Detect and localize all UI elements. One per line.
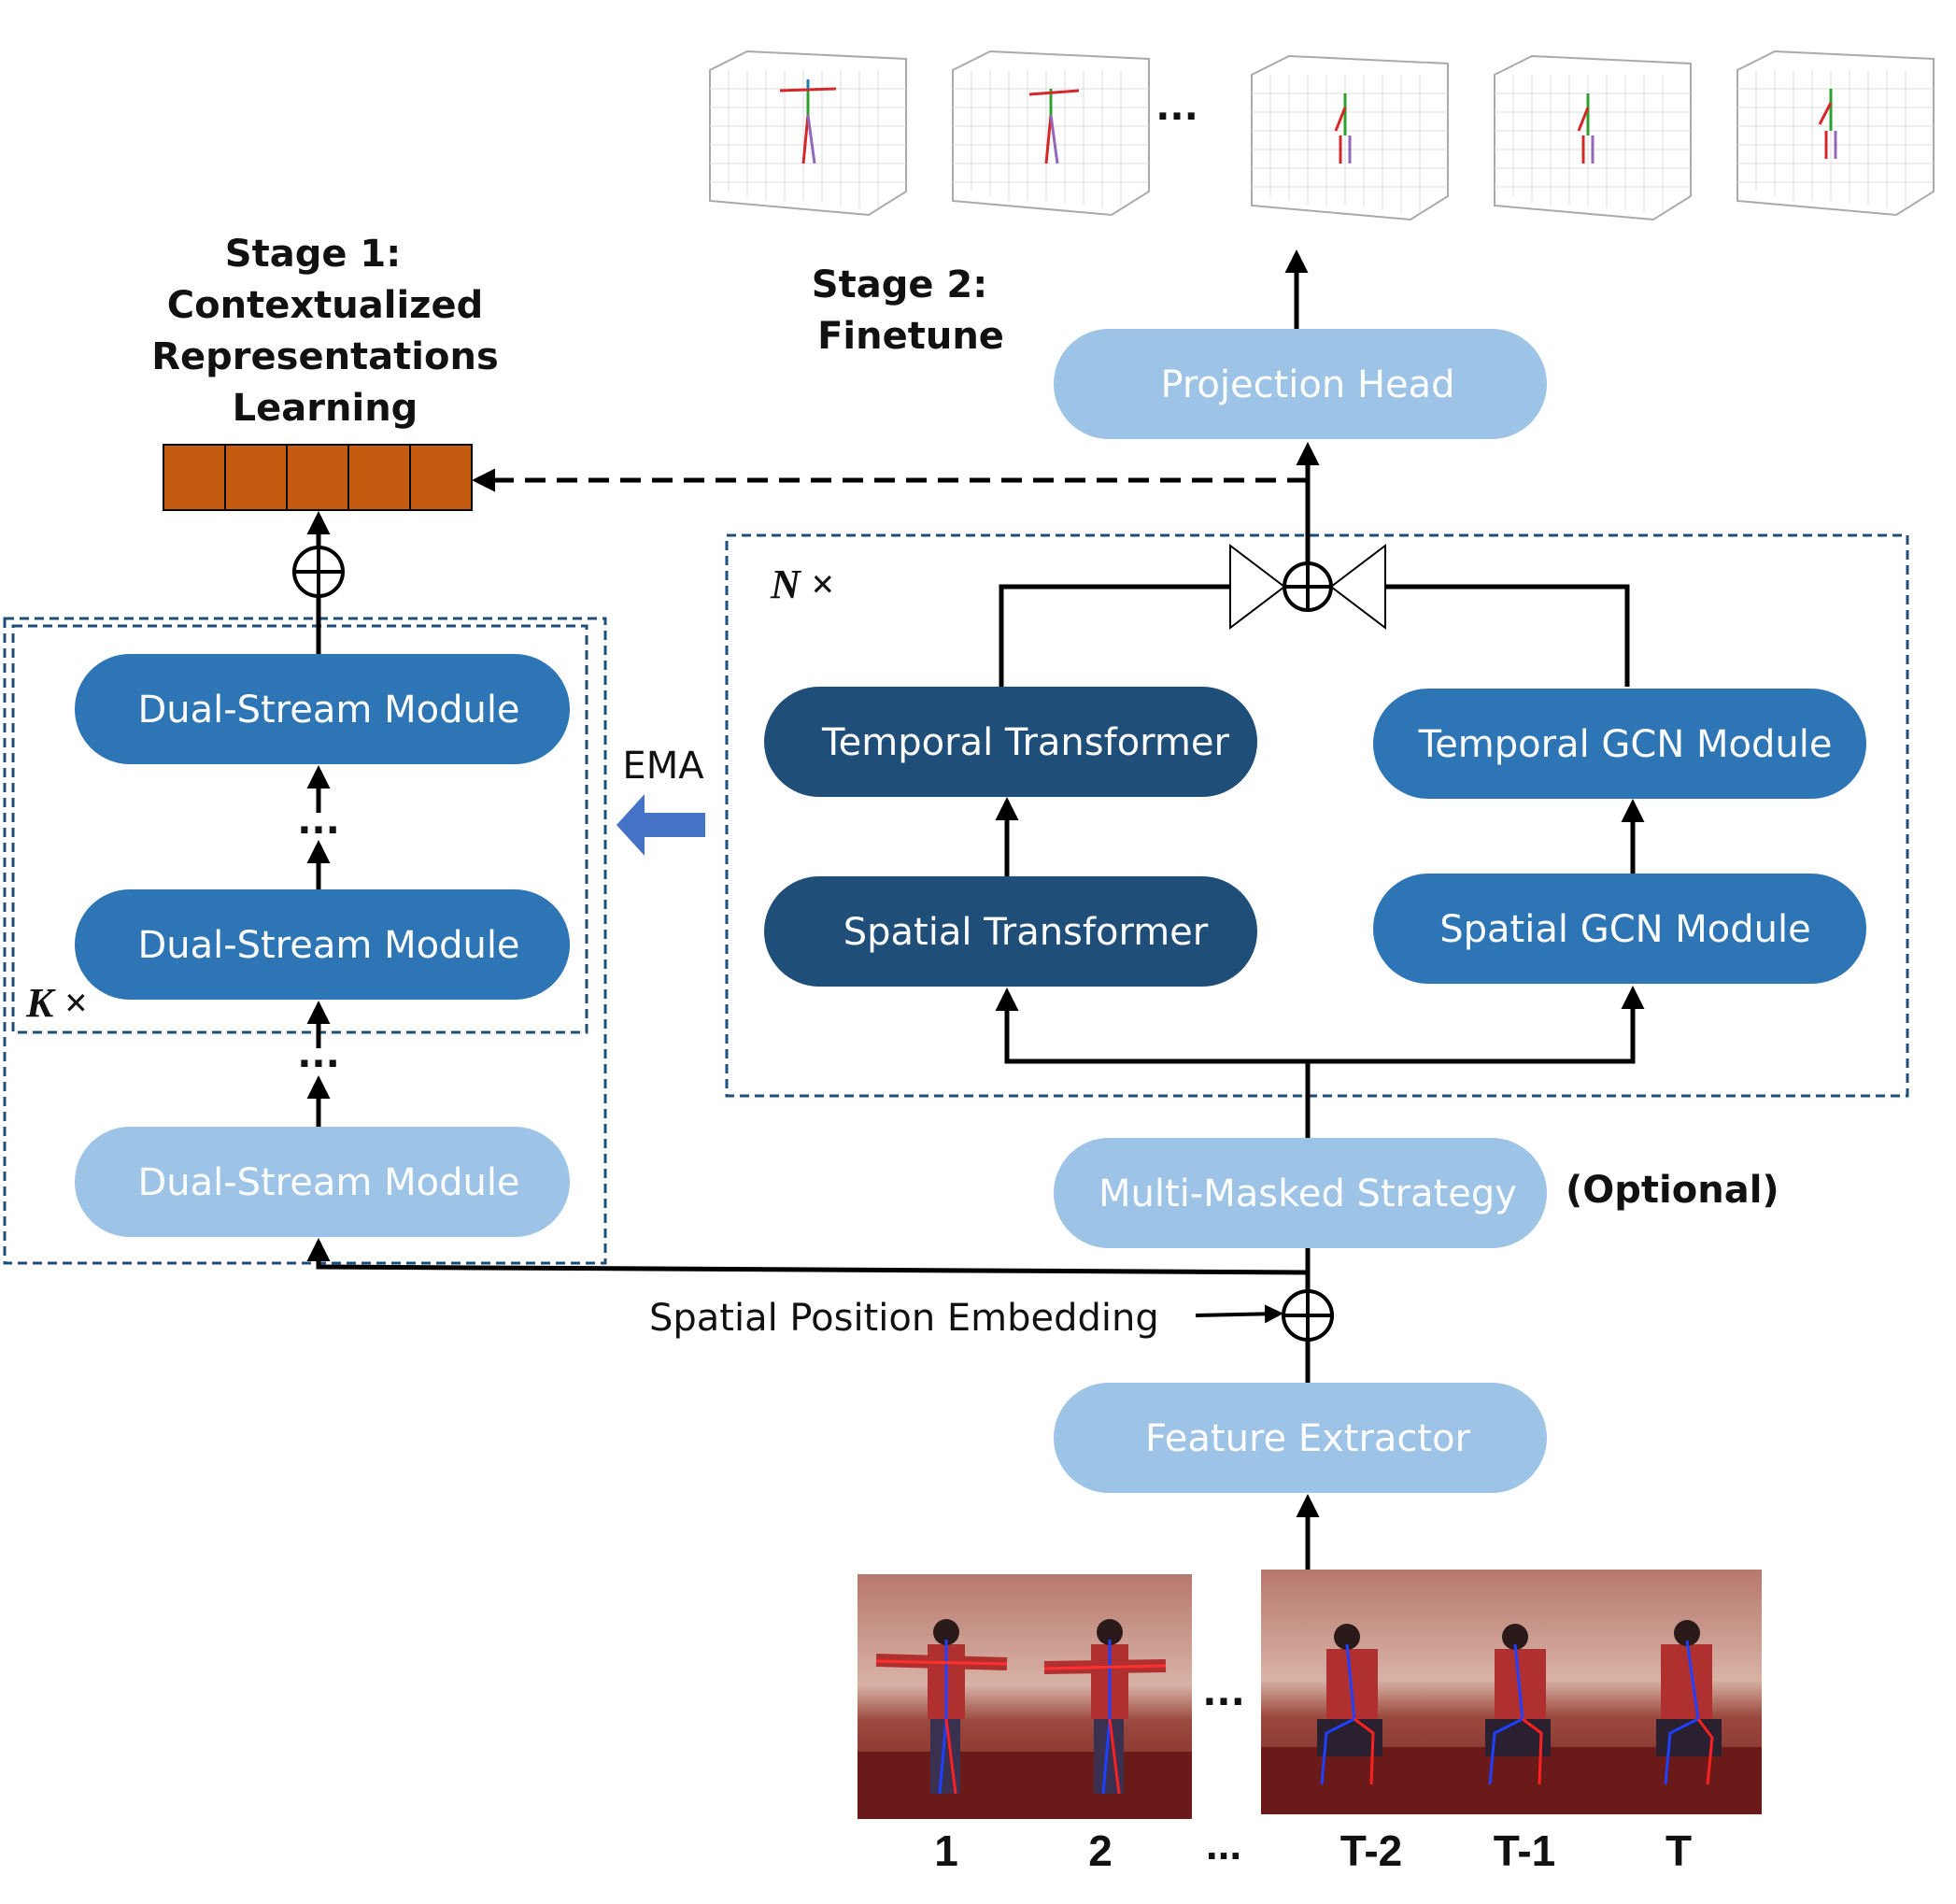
skeleton-ellipsis: ... [1155, 86, 1198, 129]
line-trunk-to-left-column [306, 1238, 1309, 1275]
input-frame-t-1 [1429, 1570, 1595, 1814]
input-frame-1 [858, 1574, 1026, 1819]
frame-label-1: 1 [934, 1826, 958, 1875]
projection-head-label: Projection Head [1160, 363, 1454, 406]
input-frame-2 [1026, 1574, 1192, 1819]
frame-label-t-1: T-1 [1494, 1826, 1555, 1875]
frame-label-t-2: T-2 [1340, 1826, 1402, 1875]
skeleton-output-plots: ... [709, 50, 1935, 221]
input-frame-t-2 [1261, 1570, 1429, 1814]
temporal-transformer [764, 687, 1257, 797]
skeleton-plot-5 [1736, 50, 1935, 217]
arrow-embedding-to-oplus [1195, 1304, 1283, 1324]
skeleton-plot-3 [1251, 54, 1449, 221]
dual-stream-top-label: Dual-Stream Module [137, 689, 519, 732]
skeleton-plot-2 [952, 50, 1150, 217]
ds-ellipsis-lower: ... [297, 1033, 340, 1076]
frame-label-ellipsis: ... [1206, 1820, 1241, 1868]
dual-stream-module-mid [75, 889, 570, 1000]
dual-stream-mid-label: Dual-Stream Module [137, 924, 519, 967]
arrow-split-to-spatial-gcn [1308, 986, 1645, 1064]
token-2 [224, 444, 288, 511]
stage1-title: Stage 1: Contextualized Representations … [151, 233, 499, 430]
stage1-line3: Representations [151, 335, 499, 378]
n-times-label: N × [770, 561, 834, 607]
add-operator-position [1282, 1289, 1334, 1342]
feature-extractor-label: Feature Extractor [1145, 1417, 1471, 1460]
token-4 [347, 444, 411, 511]
optional-label: (Optional) [1566, 1169, 1779, 1212]
token-3 [286, 444, 349, 511]
temporal-gcn-module [1373, 689, 1866, 799]
frame-label-2: 2 [1088, 1826, 1113, 1875]
multi-masked-label: Multi-Masked Strategy [1098, 1172, 1517, 1215]
input-frames: ... [858, 1570, 1762, 1819]
k-inner-dashed-box [11, 624, 588, 1034]
stage2-line1: Stage 2: [812, 263, 987, 306]
stage2-title: Stage 2: Finetune [812, 263, 1004, 358]
skeleton-plot-1 [709, 50, 907, 217]
spatial-transformer [764, 876, 1257, 987]
ema-label: EMA [622, 745, 704, 788]
token-1 [163, 444, 226, 511]
k-outer-dashed-box [3, 617, 607, 1265]
spatial-gcn-label: Spatial GCN Module [1439, 908, 1810, 951]
frame-label-t: T [1665, 1826, 1692, 1875]
temporal-gcn-label: Temporal GCN Module [1418, 723, 1833, 766]
representation-tokens [163, 444, 473, 511]
projection-head [1054, 329, 1547, 439]
skeleton-plot-4 [1494, 54, 1692, 221]
ema-arrow [617, 794, 705, 856]
dual-stream-bottom-label: Dual-Stream Module [137, 1161, 519, 1204]
ds-ellipsis-upper: ... [297, 800, 340, 843]
multi-masked-strategy [1054, 1138, 1547, 1248]
feature-extractor [1054, 1383, 1547, 1493]
stage2-line2: Finetune [817, 315, 1004, 358]
arrow-split-to-spatial-transformer [995, 988, 1308, 1064]
frames-ellipsis: ... [1202, 1671, 1245, 1714]
stage1-line2: Contextualized [167, 284, 483, 327]
line-gcn-branch-to-fusion [1385, 584, 1630, 687]
dual-stream-module-bottom [75, 1127, 570, 1237]
n-dashed-box [725, 533, 1909, 1098]
input-frame-t [1595, 1570, 1762, 1814]
spatial-gcn-module [1373, 874, 1866, 984]
dual-stream-module-top [75, 654, 570, 764]
stage1-line1: Stage 1: [225, 233, 401, 276]
k-times-label: K × [25, 980, 87, 1026]
frame-labels: 1 2 ... T-2 T-1 T [934, 1820, 1692, 1875]
spatial-transformer-label: Spatial Transformer [843, 911, 1209, 954]
token-5 [409, 444, 473, 511]
temporal-transformer-label: Temporal Transformer [821, 721, 1229, 764]
stage1-line4: Learning [233, 387, 418, 430]
add-operator-left [292, 546, 345, 598]
line-transformer-branch-to-fusion [999, 584, 1230, 687]
spatial-position-embedding-label: Spatial Position Embedding [649, 1297, 1159, 1340]
